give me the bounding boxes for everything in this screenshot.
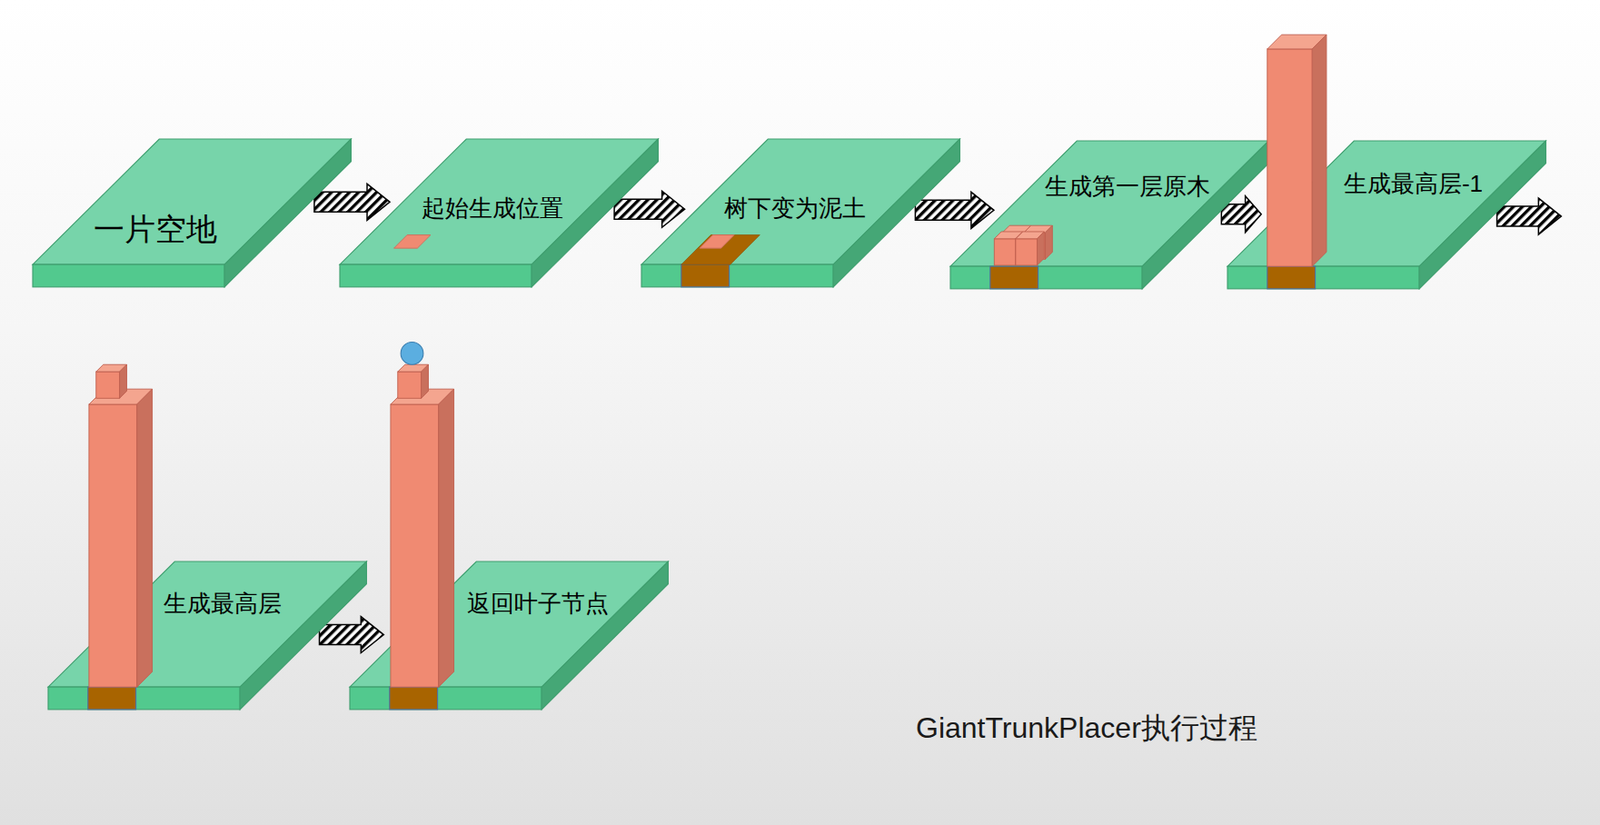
hatched-arrow [1497, 198, 1562, 235]
slab-label: 起始生成位置 [421, 195, 564, 223]
slab-group [349, 341, 668, 709]
slab-label: 生成最高层 [163, 590, 282, 618]
slab-label: 返回叶子节点 [467, 590, 609, 618]
dirt-block [1267, 266, 1316, 289]
slab-front [32, 264, 225, 288]
slab-label-text: 生成第一层原木 [1044, 172, 1211, 200]
log-front [397, 371, 422, 398]
slab-label: 生成第一层原木 [1044, 173, 1211, 201]
log-side [1044, 225, 1053, 259]
slab-group [641, 139, 960, 288]
dirt-block [88, 686, 137, 710]
start-tile [394, 234, 431, 249]
log-front [1267, 49, 1312, 267]
slab-label: 树下变为泥土 [724, 195, 866, 223]
slab-drawing [1227, 140, 1546, 289]
log-side [119, 364, 127, 398]
hatched-arrow [914, 191, 994, 229]
slab-label-text: 生成最高层 [163, 589, 282, 617]
slab-label-text: 树下变为泥土 [724, 194, 866, 222]
slab-front [48, 686, 240, 710]
slab-front [1227, 266, 1420, 289]
ground-slab: 树下变为泥土 [641, 139, 960, 288]
dirt-block [681, 264, 730, 288]
log-side [1311, 34, 1327, 267]
hatched-arrow [614, 190, 685, 228]
slab-label-text: 起始生成位置 [421, 194, 564, 222]
ground-slab: 生成最高层 [48, 561, 367, 710]
log-side [136, 388, 152, 687]
slab-group [48, 364, 367, 710]
slab-side [224, 139, 351, 288]
slab-group [950, 140, 1269, 289]
ground-slab: 返回叶子节点 [349, 561, 668, 710]
ground-slab: 生成第一层原木 [950, 140, 1269, 289]
dirt-top [681, 234, 760, 265]
log-side [421, 364, 429, 398]
dirt-block [989, 266, 1038, 289]
slab-side [1419, 140, 1546, 289]
slab-label-text: 返回叶子节点 [467, 589, 609, 617]
ground-slab: 起始生成位置 [339, 139, 658, 288]
log-front [96, 371, 120, 398]
slab-side [239, 561, 367, 710]
slab-label: 一片空地 [93, 211, 218, 248]
dirt-block [389, 686, 438, 710]
slab-front [339, 264, 532, 288]
log-front [1014, 238, 1037, 266]
caption: GiantTrunkPlacer执行过程 [915, 708, 1258, 749]
ground-slab: 一片空地 [32, 139, 351, 288]
leaf-node-dot [400, 341, 424, 365]
slab-front [641, 264, 834, 288]
slab-front [349, 686, 542, 710]
slab-side [541, 561, 668, 710]
log-side [1036, 231, 1044, 266]
caption-text: GiantTrunkPlacer执行过程 [915, 711, 1258, 745]
slab-group [339, 139, 658, 288]
slab-drawing [48, 561, 367, 710]
slab-label: 生成最高层-1 [1343, 170, 1483, 199]
log-front [993, 238, 1016, 266]
log-side [438, 388, 455, 687]
log-front [390, 404, 439, 687]
hatched-arrow [314, 183, 390, 220]
slab-drawing [950, 140, 1269, 289]
slab-group [1227, 34, 1546, 289]
slab-group [32, 139, 351, 288]
hatched-arrow [319, 616, 385, 654]
log-front [89, 404, 138, 687]
slab-front [950, 266, 1143, 289]
slab-label-text: 一片空地 [93, 211, 218, 247]
slab-label-text: 生成最高层-1 [1343, 169, 1483, 198]
ground-slab: 生成最高层-1 [1227, 140, 1546, 289]
start-tile [699, 234, 735, 249]
slab-drawing [349, 561, 668, 710]
